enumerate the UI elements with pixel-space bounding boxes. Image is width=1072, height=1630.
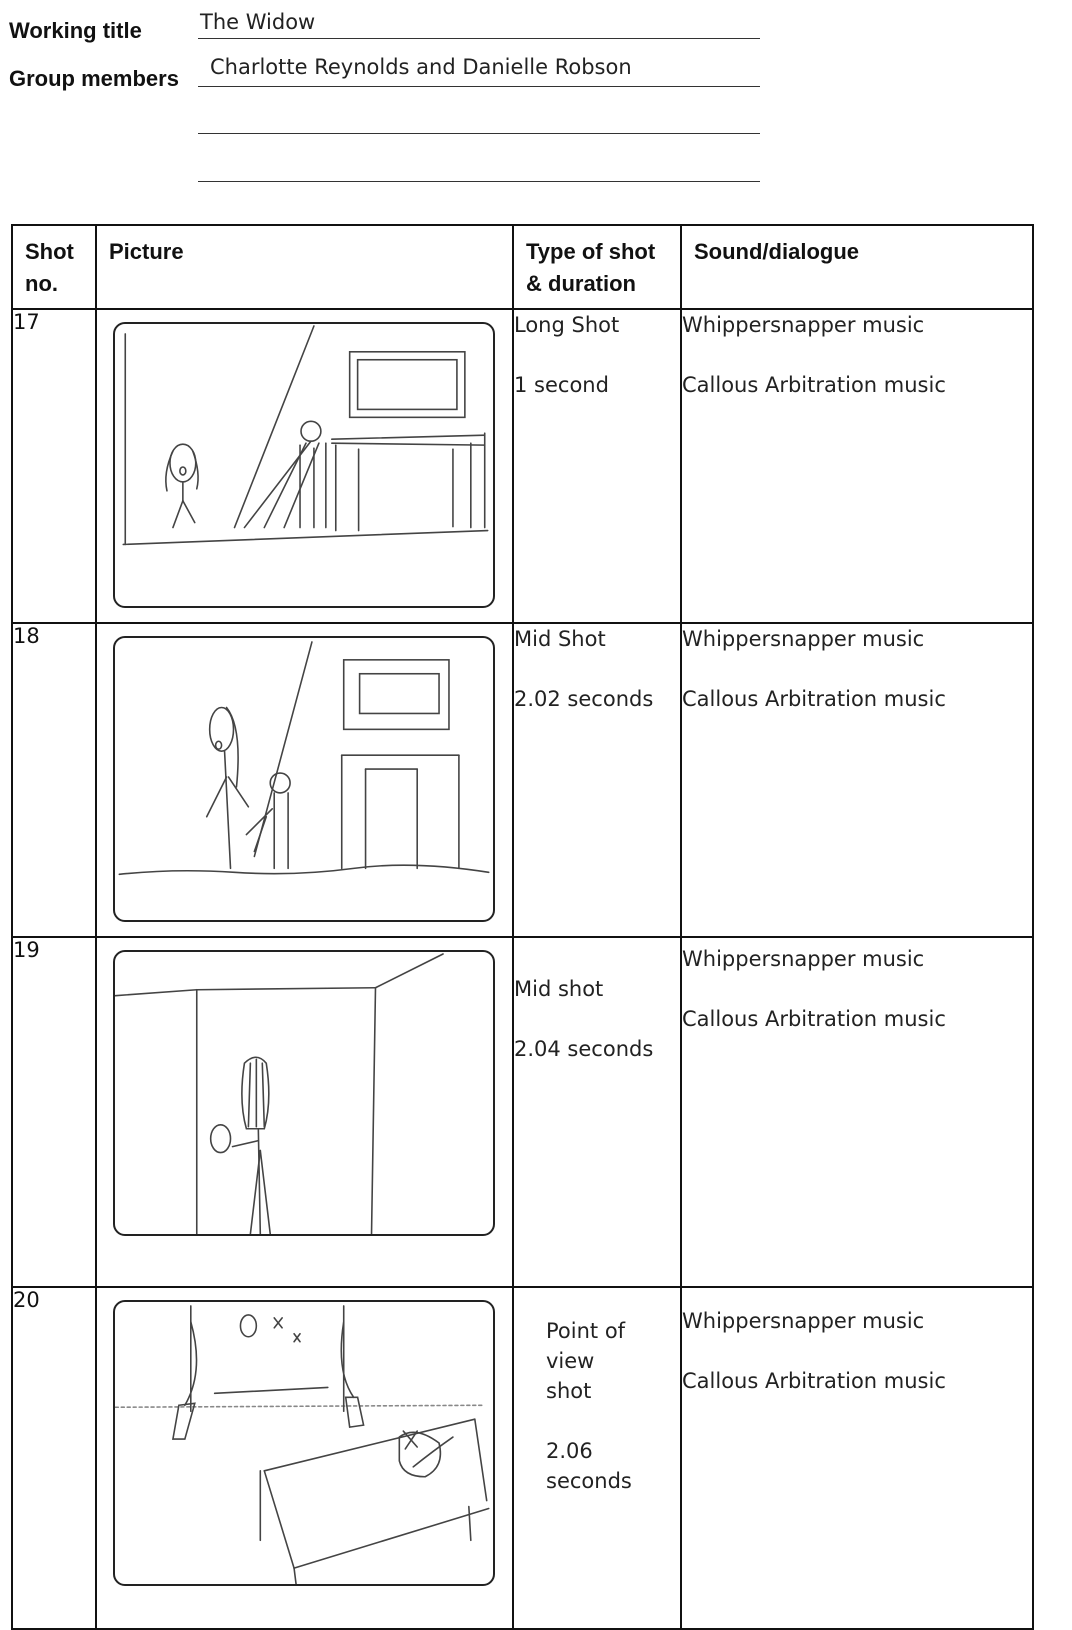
table-row: 18 <box>11 622 1034 938</box>
sound-dialogue-cell: Whippersnapper music Callous Arbitration… <box>680 1286 1034 1630</box>
col-header-picture: Picture <box>95 224 514 310</box>
picture-cell <box>95 622 514 938</box>
shot-duration-line-2: seconds <box>546 1469 632 1493</box>
picture-cell <box>95 308 514 624</box>
sound-dialogue-cell: Whippersnapper music Callous Arbitration… <box>680 936 1034 1288</box>
shot-duration: 1 second <box>514 373 609 397</box>
type-duration-cell: Long Shot 1 second <box>512 308 682 624</box>
type-duration-cell: Mid Shot 2.02 seconds <box>512 622 682 938</box>
sound-line-2: Callous Arbitration music <box>682 1007 946 1031</box>
group-members-line-3 <box>198 181 760 182</box>
picture-cell <box>95 936 514 1288</box>
sound-dialogue-cell: Whippersnapper music Callous Arbitration… <box>680 622 1034 938</box>
shot-duration-line-1: 2.06 <box>546 1439 593 1463</box>
sound-line-2: Callous Arbitration music <box>682 1369 946 1393</box>
shot-number: 19 <box>11 936 97 1288</box>
group-members-line-2 <box>198 133 760 134</box>
type-duration-cell: Mid shot 2.04 seconds <box>512 936 682 1288</box>
table-row: 19 <box>11 936 1034 1288</box>
shot-type: Long Shot <box>514 313 620 337</box>
working-title-label: Working title <box>9 18 142 43</box>
shot-type: Mid shot <box>514 977 604 1001</box>
shot-type-line-1: Point of <box>546 1319 626 1343</box>
group-members-line-1 <box>198 86 760 87</box>
sound-line-1: Whippersnapper music <box>682 947 925 971</box>
sound-line-1: Whippersnapper music <box>682 1309 925 1333</box>
shot-duration: 2.02 seconds <box>514 687 654 711</box>
storyboard-table: Shot no. Picture Type of shot & duration… <box>11 224 1034 1630</box>
shot-number: 18 <box>11 622 97 938</box>
col-header-type-duration: Type of shot & duration <box>512 224 682 310</box>
group-members-label: Group members <box>9 66 179 91</box>
working-title-value: The Widow <box>200 10 316 34</box>
table-row: 20 <box>11 1286 1034 1630</box>
table-row: 17 <box>11 308 1034 624</box>
shot-number: 17 <box>11 308 97 624</box>
storyboard-sketch-20 <box>113 1300 495 1586</box>
shot-type-line-2: view <box>546 1349 595 1373</box>
picture-cell <box>95 1286 514 1630</box>
sound-dialogue-cell: Whippersnapper music Callous Arbitration… <box>680 308 1034 624</box>
storyboard-sketch-17 <box>113 322 495 608</box>
working-title-line <box>198 38 760 39</box>
storyboard-sketch-18 <box>113 636 495 922</box>
col-header-sound-dialogue: Sound/dialogue <box>680 224 1034 310</box>
group-members-value: Charlotte Reynolds and Danielle Robson <box>210 55 632 79</box>
table-header-row: Shot no. Picture Type of shot & duration… <box>11 224 1034 310</box>
type-duration-cell: Point of view shot 2.06 seconds <box>512 1286 682 1630</box>
shot-number: 20 <box>11 1286 97 1630</box>
sound-line-1: Whippersnapper music <box>682 627 925 651</box>
shot-type-line-3: shot <box>546 1379 592 1403</box>
storyboard-sketch-19 <box>113 950 495 1236</box>
col-header-shot-no: Shot no. <box>11 224 97 310</box>
sound-line-2: Callous Arbitration music <box>682 687 946 711</box>
sound-line-2: Callous Arbitration music <box>682 373 946 397</box>
shot-type: Mid Shot <box>514 627 606 651</box>
sound-line-1: Whippersnapper music <box>682 313 925 337</box>
shot-duration: 2.04 seconds <box>514 1037 654 1061</box>
